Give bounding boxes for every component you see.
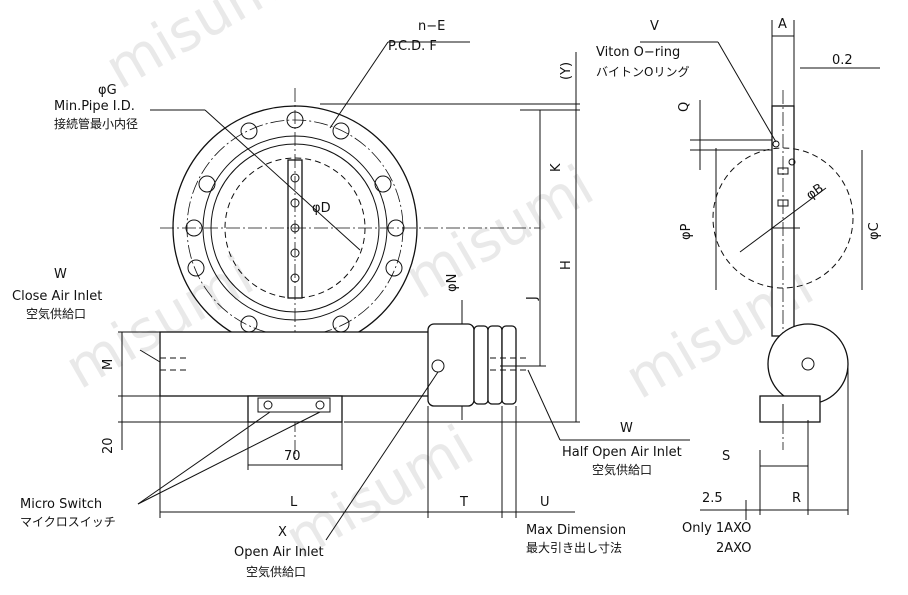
actuator-body [159, 331, 431, 397]
label-min-pipe: Min.Pipe I.D. [54, 99, 135, 114]
label-micro-switch-jp: マイクロスイッチ [20, 515, 116, 529]
label-x: X [278, 525, 287, 540]
label-viton-jp: バイトンOリング [596, 65, 689, 79]
label-close-air-jp: 空気供給口 [26, 306, 86, 321]
label-micro-switch: Micro Switch [20, 497, 102, 512]
label-half-open-jp: 空気供給口 [592, 462, 652, 477]
side-labels: V Viton O−ring バイトンOリング A 0.2 Q φB φP φC… [596, 17, 882, 556]
label-only: Only 1AXO [682, 521, 751, 536]
label-phi-p: φP [679, 223, 694, 240]
label-y: (Y) [559, 62, 574, 80]
label-w-left: W [54, 267, 67, 282]
label-w-right: W [620, 421, 633, 436]
label-viton: Viton O−ring [596, 45, 680, 60]
label-phi-b: φB [804, 181, 827, 203]
label-l: L [290, 495, 298, 510]
label-phi-c: φC [867, 222, 882, 240]
label-open-air-jp: 空気供給口 [246, 564, 306, 579]
front-labels: n−E P.C.D. F (Y) φG Min.Pipe I.D. 接続管最小内… [12, 19, 682, 579]
watermark-1: misumi [95, 0, 305, 102]
label-j: J [525, 296, 540, 301]
label-20: 20 [101, 437, 116, 454]
label-open-air: Open Air Inlet [234, 545, 324, 560]
label-only-2: 2AXO [716, 541, 751, 556]
label-max-dim: Max Dimension [526, 523, 626, 538]
label-h: H [559, 260, 574, 270]
label-close-air: Close Air Inlet [12, 289, 102, 304]
side-view [640, 20, 880, 520]
label-phi-n: φN [445, 274, 460, 292]
label-r: R [792, 491, 801, 506]
label-t: T [459, 495, 468, 510]
label-u: U [540, 495, 550, 510]
actuator-cap [427, 323, 475, 407]
front-view [118, 41, 690, 541]
label-half-open: Half Open Air Inlet [562, 445, 682, 460]
label-min-pipe-jp: 接続管最小内径 [54, 116, 138, 131]
label-phi-g: φG [98, 83, 117, 98]
switch-bracket [247, 395, 343, 423]
watermark: misumi misumi misumi misumi misumi [55, 0, 825, 572]
label-k: K [549, 163, 564, 172]
side-dashed-circle [712, 147, 854, 289]
label-s: S [722, 449, 730, 464]
watermark-2: misumi [395, 153, 605, 312]
label-phi-d: φD [312, 201, 331, 216]
label-a: A [778, 17, 787, 32]
label-max-dim-jp: 最大引き出し寸法 [526, 541, 622, 555]
label-q: Q [677, 102, 692, 112]
side-actuator [767, 323, 849, 405]
label-0-2: 0.2 [832, 53, 853, 68]
label-ne: n−E [418, 19, 445, 34]
label-2-5: 2.5 [702, 491, 723, 506]
label-v: V [650, 19, 659, 34]
label-70: 70 [284, 449, 301, 464]
label-m: M [101, 359, 116, 370]
label-pcd: P.C.D. F [388, 39, 437, 54]
